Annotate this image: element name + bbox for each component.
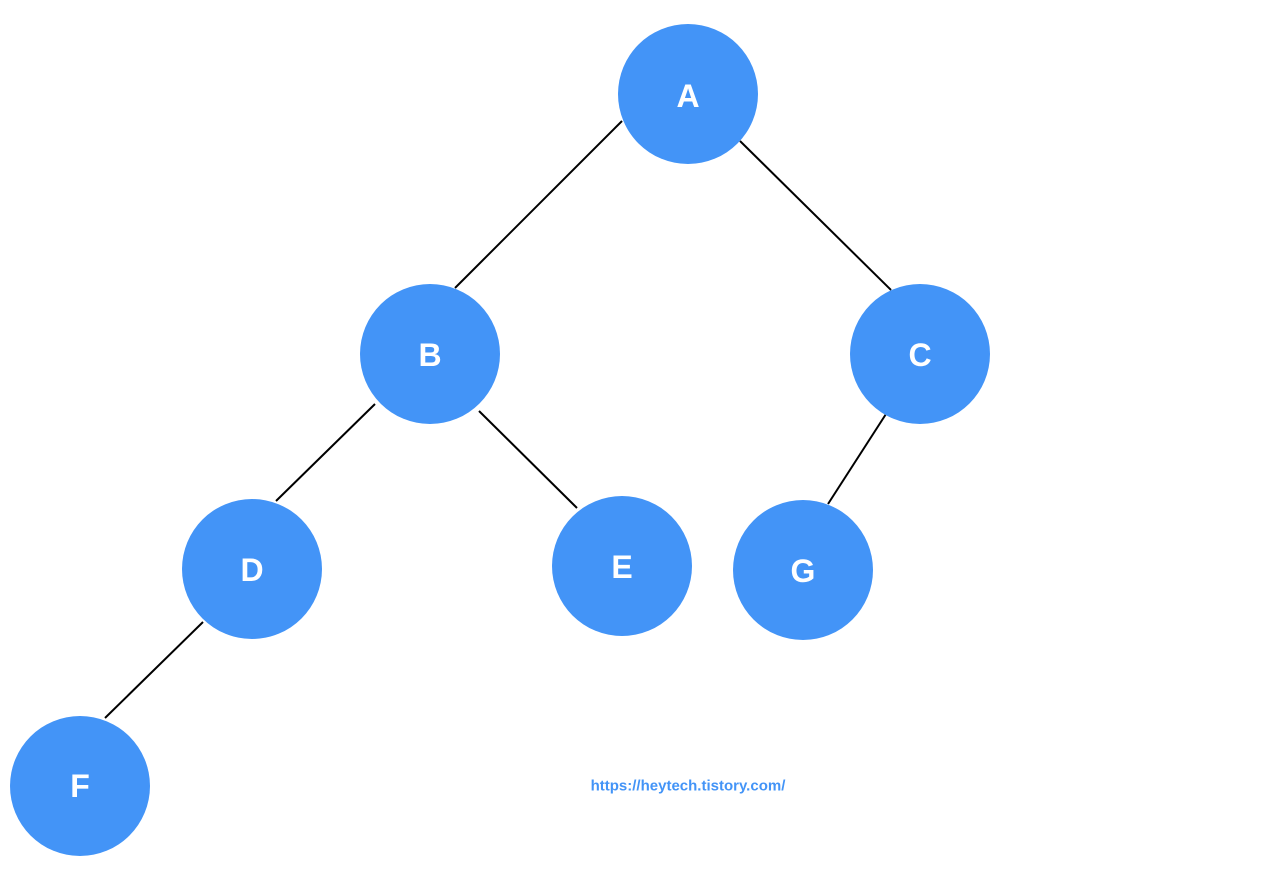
node-label: F [70,768,90,804]
node-circle [10,716,150,856]
edge-b-d [275,403,376,502]
node-circle [733,500,873,640]
node-circle [360,284,500,424]
node-label: A [676,78,699,114]
tree-nodes: A B C D E G F [10,24,990,856]
tree-node-f: F [10,716,150,856]
tree-node-e: E [552,496,692,636]
node-circle [618,24,758,164]
node-circle [182,499,322,639]
tree-node-d: D [182,499,322,639]
tree-node-b: B [360,284,500,424]
edge-d-f [104,621,204,719]
edge-a-c [739,140,892,291]
node-label: E [611,549,632,585]
tree-edges [104,120,892,719]
node-label: D [240,552,263,588]
node-label: C [908,337,931,373]
tree-node-c: C [850,284,990,424]
edge-c-g [827,413,887,505]
tree-node-g: G [733,500,873,640]
edge-b-e [478,410,578,509]
node-label: G [791,553,816,589]
source-url-text: https://heytech.tistory.com/ [591,778,787,795]
node-circle [552,496,692,636]
node-circle [850,284,990,424]
edge-a-b [454,120,623,289]
node-label: B [418,337,441,373]
tree-node-a: A [618,24,758,164]
